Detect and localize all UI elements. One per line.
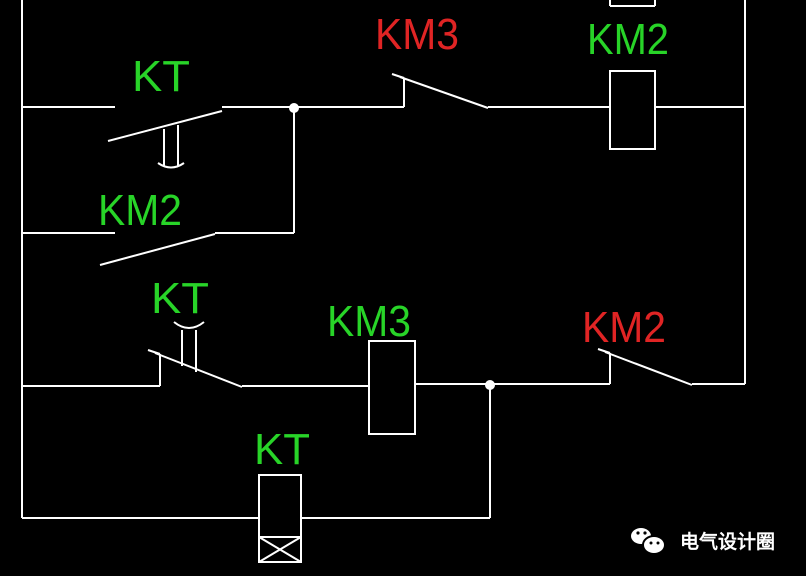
label-km3-top: KM3 — [375, 10, 459, 59]
kt-mid-timer-arc — [173, 321, 205, 329]
rung-4 — [22, 385, 491, 563]
label-km2-top: KM2 — [587, 15, 669, 64]
label-km2-mid: KM2 — [98, 186, 182, 235]
kt-mid-contact-blade — [154, 352, 243, 388]
rung-2 — [22, 108, 295, 266]
rung-3 — [22, 321, 745, 435]
label-kt-top: KT — [132, 52, 190, 101]
rung-1 — [22, 70, 745, 169]
wechat-icon — [631, 528, 666, 555]
label-kt-mid: KT — [151, 274, 209, 323]
km2-coil — [609, 70, 656, 150]
km3-top-contact-blade — [399, 76, 489, 109]
watermark: 电气设计圈 — [631, 528, 775, 555]
kt-coil-cross-2 — [258, 536, 302, 563]
kt-top-contact-blade — [107, 110, 223, 142]
watermark-text: 电气设计圈 — [680, 530, 775, 553]
km3-coil — [368, 340, 416, 435]
kt-coil — [258, 474, 302, 563]
label-kt-bottom: KT — [254, 425, 310, 474]
km2-hold-contact-blade — [99, 233, 216, 266]
label-km3-mid: KM3 — [327, 297, 411, 346]
km2-right-contact-blade — [604, 351, 693, 386]
label-km2-right: KM2 — [582, 303, 666, 352]
kt-top-timer-arc — [157, 162, 185, 169]
